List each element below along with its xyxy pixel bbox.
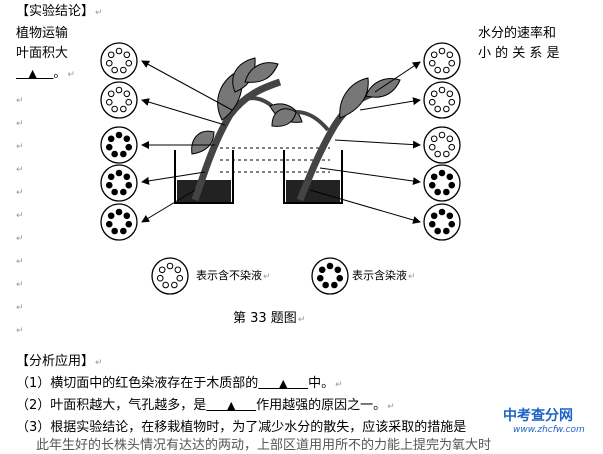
section-title-analysis: 【分析应用】↵ [16, 354, 103, 369]
paragraph-mark-icon: ↵ [16, 142, 24, 152]
paragraph-mark-icon: ↵ [16, 188, 24, 198]
conclusion-right-1: 水分的速率和 [478, 26, 557, 41]
cross-section-left-4 [100, 164, 138, 202]
paragraph-mark-icon: ↵ [95, 8, 103, 18]
triangle-blank-icon: ▲ [28, 67, 37, 80]
paragraph-mark-icon: ↵ [16, 303, 24, 313]
right-arrows [309, 61, 421, 224]
conclusion-right-2: 小 的 关 系 是 [478, 46, 560, 61]
cross-section-right-1 [423, 42, 461, 80]
legend-with-dye: 表示含染液↵ [352, 269, 416, 282]
conclusion-left-1: 植物运输 [16, 26, 69, 41]
left-plant [191, 57, 303, 202]
cross-section-right-5 [423, 203, 461, 241]
cross-section-right-2 [423, 81, 461, 119]
experiment-figure [100, 42, 461, 295]
right-plant [271, 77, 401, 202]
question-4-partial: 此年生好的长株头情况有达达的两动，上部区道用用所不的力能上提完为氧大时 [36, 438, 492, 453]
paragraph-mark-icon: ↵ [16, 165, 24, 175]
triangle-blank-icon: ▲ [278, 377, 288, 390]
question-1: （1）横切面中的红色染液存在于木质部的 ▲ 中。↵ [16, 376, 343, 391]
watermark-title: 中考查分网 [503, 408, 573, 424]
question-2: （2）叶面积越大，气孔越多，是 ▲ 作用越强的原因之一。↵ [16, 398, 395, 413]
paragraph-mark-icon: ↵ [16, 280, 24, 290]
question-3: （3）根据实验结论，在移栽植物时，为了减少水分的散失，应该采取的措施是 [16, 420, 467, 435]
watermark-url: www.zhcfw.com [513, 425, 585, 435]
paragraph-mark-icon: ↵ [16, 96, 24, 106]
cross-section-circles [100, 42, 461, 295]
left-arrows [141, 60, 233, 223]
legend-circle-with-dye [311, 257, 349, 295]
cross-section-left-5 [100, 203, 138, 241]
cross-section-right-3 [423, 126, 461, 164]
section-title-conclusion: 【实验结论】↵ [16, 4, 103, 19]
legend-circle-no-dye [151, 257, 189, 295]
conclusion-blank-line: ▲ 。↵ [28, 66, 75, 81]
triangle-blank-icon: ▲ [226, 399, 236, 412]
paragraph-mark-icon: ↵ [16, 326, 24, 336]
cross-section-right-4 [423, 164, 461, 202]
conclusion-left-2: 叶面积大 [16, 46, 69, 61]
cross-section-left-2 [100, 81, 138, 119]
paragraph-mark-icon: ↵ [16, 257, 24, 267]
cross-section-left-1 [100, 42, 138, 80]
legend-no-dye: 表示含不染液↵ [196, 269, 271, 282]
paragraph-mark-icon: ↵ [16, 234, 24, 244]
cross-section-left-3 [100, 126, 138, 164]
figure-caption: 第 33 题图↵ [233, 311, 306, 326]
paragraph-mark-icon: ↵ [16, 119, 24, 129]
paragraph-mark-icon: ↵ [16, 211, 24, 221]
